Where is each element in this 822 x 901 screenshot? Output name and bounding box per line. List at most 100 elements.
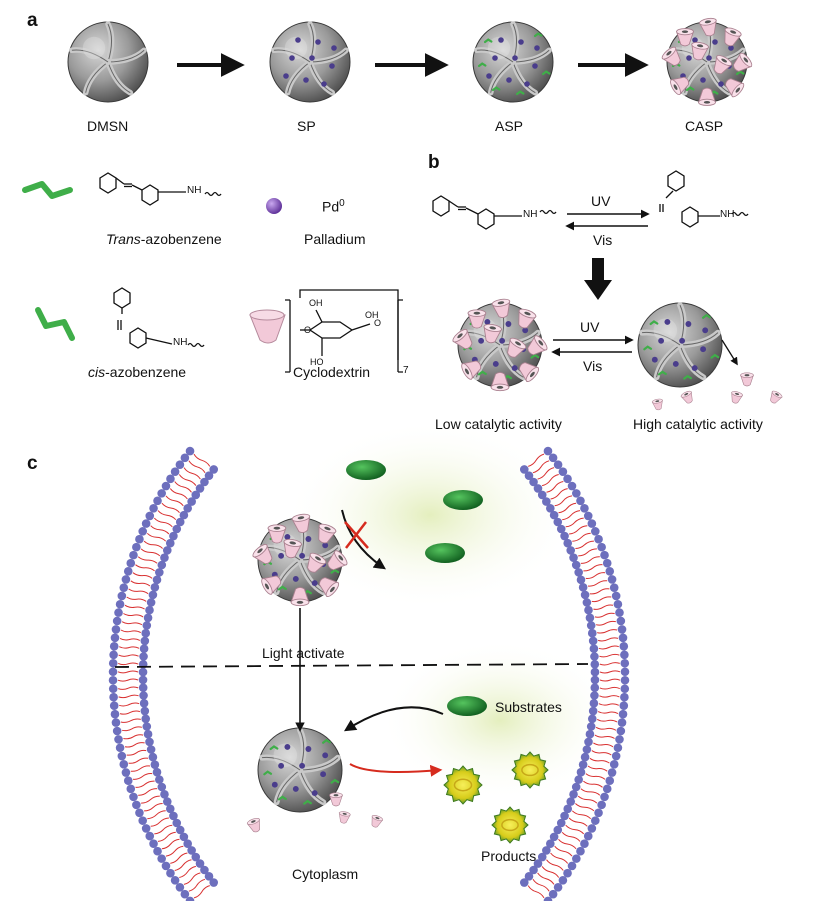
nh-label-trans: NH xyxy=(187,185,202,196)
pd-superscript: 0 xyxy=(339,198,345,209)
released-cyclodextrin xyxy=(246,818,260,833)
lipid-bilayer xyxy=(108,446,219,901)
released-cyclodextrin xyxy=(740,372,754,387)
cyclodextrin-cap xyxy=(675,28,695,47)
cyclodextrin-cap xyxy=(307,552,327,573)
cyclodextrin-cap xyxy=(697,87,717,106)
substrate-icon xyxy=(443,490,483,510)
panel-label-a: a xyxy=(27,10,38,31)
b-down-arrow xyxy=(584,258,612,300)
nh-label-cis: NH xyxy=(173,337,188,348)
released-cyclodextrin xyxy=(338,811,351,824)
cyclodextrin-cap xyxy=(318,577,340,598)
cis-azo-structure xyxy=(113,287,205,349)
cyclodextrin-cap xyxy=(527,335,548,356)
cis-azobenzene-label: cis-azobenzene xyxy=(88,364,186,380)
product-icon xyxy=(443,765,483,805)
panel-label-c: c xyxy=(27,453,38,474)
block-cross-icon xyxy=(344,521,369,549)
cyclodextrin-cap xyxy=(461,360,482,380)
high-activity-label: High catalytic activity xyxy=(633,416,763,432)
palladium-label: Palladium xyxy=(304,231,366,247)
stage-label-asp: ASP xyxy=(495,118,524,134)
trans-azo-icon xyxy=(22,181,73,199)
b-uv-bottom: UV xyxy=(580,319,600,335)
compartment-divider xyxy=(114,663,589,668)
cyclodextrin-cap xyxy=(518,308,537,329)
substrates xyxy=(346,460,487,716)
cyclodextrin-label: Cyclodextrin xyxy=(293,364,371,380)
cyclodextrin-cap xyxy=(661,46,681,66)
cd-oh2: OH xyxy=(365,310,379,320)
low-activity-label: Low catalytic activity xyxy=(435,416,562,432)
membranes xyxy=(108,446,630,901)
substrate-uptake-arrow xyxy=(343,706,444,732)
substrate-icon xyxy=(425,543,465,563)
lipid-bilayer xyxy=(519,446,630,901)
nh-label-b-trans: NH xyxy=(523,209,538,220)
cyclodextrin-cap xyxy=(261,575,282,595)
cyclodextrin-cap xyxy=(724,27,742,47)
asp-particle xyxy=(472,21,554,103)
released-cyclodextrin xyxy=(651,398,663,411)
released-cyclodextrin xyxy=(680,390,693,404)
cyclodextrin-cap xyxy=(267,524,287,544)
glow-bottom xyxy=(380,640,620,800)
cyclodextrin-cap xyxy=(252,544,273,565)
stage-label-casp: CASP xyxy=(685,118,724,134)
released-cyclodextrin xyxy=(770,390,783,404)
released-cyclodextrin xyxy=(329,792,343,807)
products xyxy=(443,751,549,844)
cyclodextrin-icon xyxy=(249,309,286,344)
cyclodextrin-cap xyxy=(283,538,303,559)
product-arrow xyxy=(349,763,443,777)
trans-prefix: Trans xyxy=(106,231,141,247)
cyclodextrin-cap xyxy=(507,337,527,358)
cyclodextrin-cap xyxy=(725,78,745,98)
cyclodextrin-cap xyxy=(733,52,753,72)
cyclodextrin-cap xyxy=(713,55,733,75)
low-activity-particle xyxy=(452,298,548,392)
cyclodextrin-cap xyxy=(318,523,337,544)
cyclodextrin-cap xyxy=(670,76,690,96)
product-icon xyxy=(491,806,529,844)
panel-label-b: b xyxy=(428,152,440,173)
product-icon xyxy=(511,751,549,789)
products-label: Products xyxy=(481,848,537,864)
b-vis-bottom: Vis xyxy=(583,358,603,374)
trans-azobenzene-label: Trans-azobenzene xyxy=(106,231,222,247)
stage-label-sp: SP xyxy=(297,118,316,134)
cd-oh1: OH xyxy=(309,298,323,308)
nh-label-b-cis: NH xyxy=(720,209,735,220)
released-cyclodextrin xyxy=(371,815,384,828)
cyclodextrin-cap xyxy=(291,513,311,533)
b-uv-top: UV xyxy=(591,193,611,209)
cyclodextrin-cap xyxy=(698,17,717,37)
cd-o1: O xyxy=(304,325,312,335)
cyclodextrin-structure xyxy=(285,289,403,373)
b-cis-structure xyxy=(659,170,749,228)
trans-azo-structure xyxy=(99,172,222,206)
free-cyclodextrins xyxy=(246,372,783,833)
substrate-icon xyxy=(447,696,487,716)
b-vis-top: Vis xyxy=(593,232,613,248)
stage-label-dmsn: DMSN xyxy=(87,118,129,134)
pd-text: Pd xyxy=(322,198,340,215)
cyclodextrin-cap xyxy=(467,309,487,329)
cis-suffix: -azobenzene xyxy=(105,364,187,380)
cyclodextrin-cap xyxy=(452,329,473,350)
casp-particle xyxy=(661,17,753,106)
stage-particles xyxy=(67,17,753,813)
cd-n: 7 xyxy=(403,365,409,376)
sp-particle xyxy=(269,21,351,103)
palladium-icon xyxy=(266,198,282,214)
cyclodextrin-cap xyxy=(490,371,510,392)
cyclodextrin-cap xyxy=(327,550,348,571)
activated-particle-cytoplasm xyxy=(257,727,343,813)
substrates-label: Substrates xyxy=(495,699,562,715)
dmsn-particle xyxy=(67,21,149,103)
cis-prefix: cis xyxy=(88,364,106,380)
cyclodextrin-cap xyxy=(518,362,540,383)
cyclodextrin-cap xyxy=(290,586,310,607)
